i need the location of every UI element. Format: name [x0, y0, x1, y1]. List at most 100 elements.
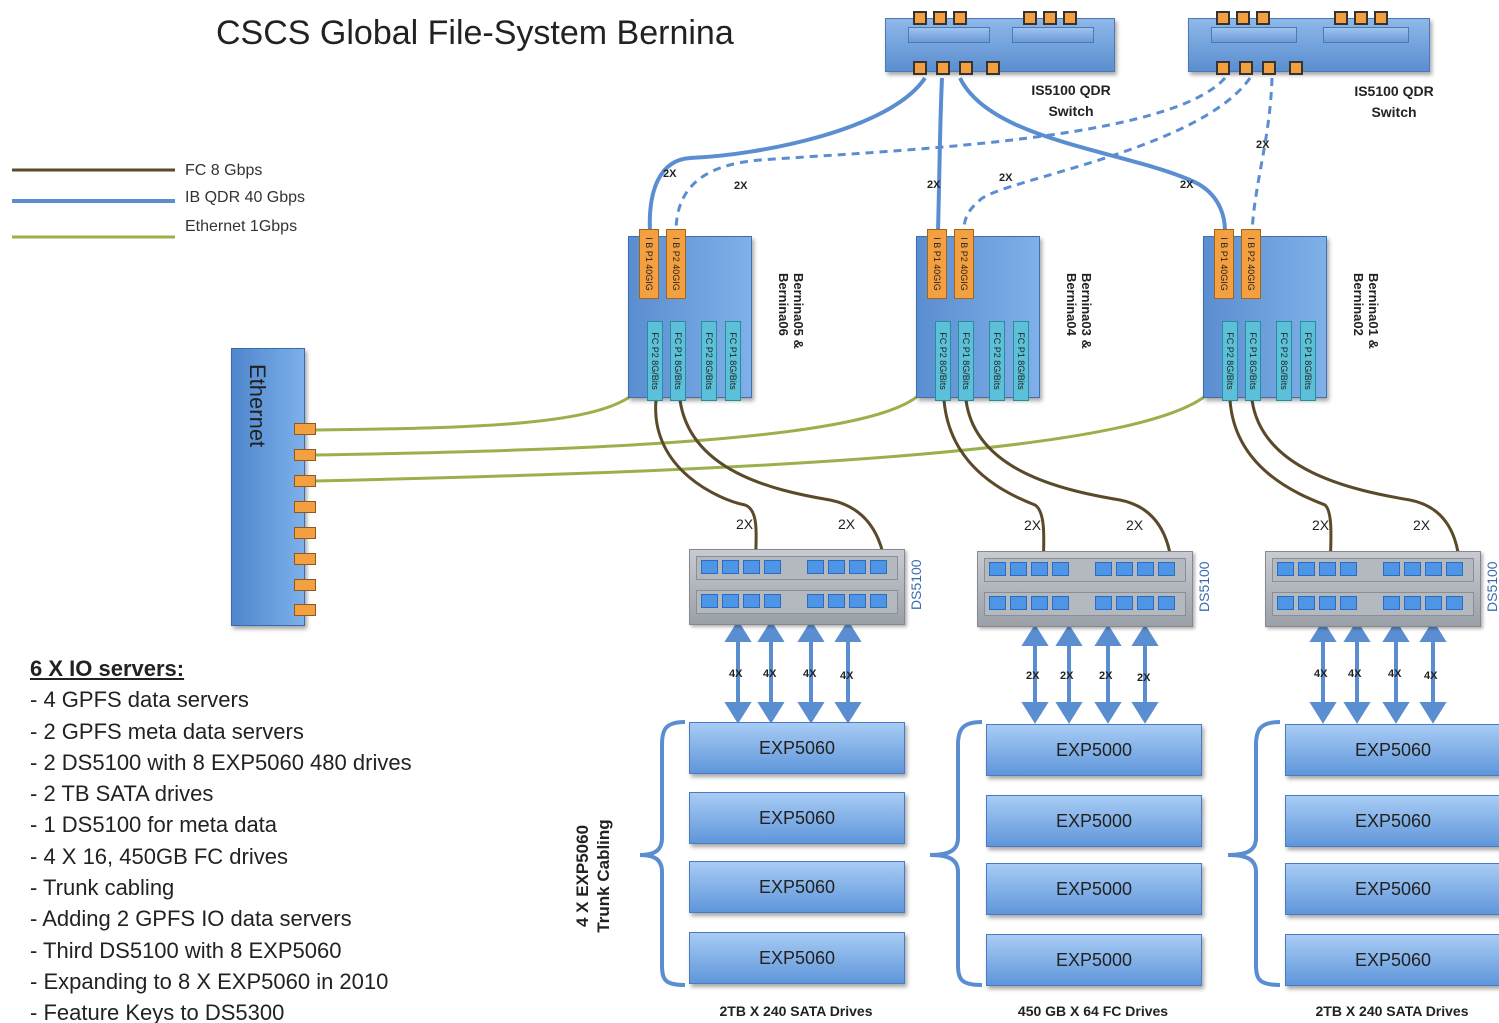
legend-fc-label: FC 8 Gbps — [185, 162, 263, 179]
ib-multiplier: 2X — [927, 179, 941, 191]
arrow-multiplier: 4X — [729, 668, 743, 680]
fc-card: FC P2 8G/Bits — [647, 321, 663, 401]
server-3-name: Bernina01 &Bernina02 — [1351, 273, 1381, 349]
arrow-multiplier: 4X — [1348, 668, 1362, 680]
exp-enclosure: EXP5060 — [1285, 863, 1499, 915]
exp-enclosure: EXP5000 — [986, 795, 1202, 847]
ib-card: I B P2 40GIG — [1241, 229, 1261, 299]
column-caption: 450 GB X 64 FC Drives — [1017, 1003, 1169, 1019]
arrow-multiplier: 4X — [763, 668, 777, 680]
ib-link — [647, 76, 927, 233]
list-item: - Third DS5100 with 8 EXP5060 — [30, 937, 342, 963]
ib-link — [936, 77, 944, 233]
ds5100-unit-3 — [1265, 551, 1481, 627]
fc-multiplier: 2X — [1312, 517, 1330, 533]
ib-link-dashed — [674, 77, 1227, 233]
exp-enclosure: EXP5060 — [689, 792, 905, 844]
server-bernina03-04: I B P1 40GIG I B P2 40GIG FC P2 8G/Bits … — [916, 229, 1040, 401]
ib-multiplier: 2X — [999, 172, 1013, 184]
ib-multiplier: 2X — [1180, 179, 1194, 191]
arrow-multiplier: 4X — [1388, 668, 1402, 680]
column-caption: 2TB X 240 SATA Drives — [719, 1003, 873, 1019]
fc-card: FC P1 8G/Bits — [1245, 321, 1261, 401]
exp-enclosure: EXP5000 — [986, 724, 1202, 776]
legend-eth-label: Ethernet 1Gbps — [185, 218, 298, 235]
list-item: - 4 X 16, 450GB FC drives — [30, 843, 288, 869]
arrow-multiplier: 4X — [1424, 670, 1438, 682]
fc-card: FC P1 8G/Bits — [958, 321, 974, 401]
fc-card: FC P1 8G/Bits — [725, 321, 741, 401]
ethernet-link — [314, 391, 924, 457]
fc-card: FC P2 8G/Bits — [935, 321, 951, 401]
list-item: - 4 GPFS data servers — [30, 687, 249, 713]
fc-card: FC P1 8G/Bits — [670, 321, 686, 401]
fc-card: FC P2 8G/Bits — [1222, 321, 1238, 401]
list-item: - Trunk cabling — [30, 875, 175, 901]
brace — [1227, 720, 1281, 987]
legend-ib-label: IB QDR 40 Gbps — [185, 189, 306, 206]
fc-link — [942, 399, 1046, 571]
fc-card: FC P1 8G/Bits — [1300, 321, 1316, 401]
ethernet-link — [314, 390, 1212, 483]
list-item: - 1 DS5100 for meta data — [30, 812, 278, 838]
list-item: - 2 DS5100 with 8 EXP5060 480 drives — [30, 749, 412, 775]
fc-multiplier: 2X — [1024, 517, 1042, 533]
ds5100-label: DS5100 — [908, 559, 924, 610]
ds-exp-arrows — [724, 620, 1447, 724]
fc-link — [654, 399, 758, 571]
arrow-multiplier: 2X — [1060, 670, 1074, 682]
list-item: - Expanding to 8 X EXP5060 in 2010 — [30, 968, 389, 994]
list-item: - 2 TB SATA drives — [30, 781, 214, 807]
server-1-name: Bernina05 &Bernina06 — [776, 273, 806, 349]
exp-enclosure: EXP5060 — [1285, 724, 1499, 776]
arrow-multiplier: 4X — [803, 668, 817, 680]
fc-link — [1228, 399, 1333, 571]
ib-card: I B P1 40GIG — [927, 229, 947, 299]
list-item: - Feature Keys to DS5300 — [30, 1000, 285, 1023]
page-title: CSCS Global File-System Bernina — [216, 14, 734, 52]
fc-multiplier: 2X — [838, 516, 856, 532]
server-2-name: Bernina03 &Bernina04 — [1064, 273, 1094, 349]
ds5100-label: DS5100 — [1484, 561, 1499, 612]
ib-card: I B P2 40GIG — [954, 229, 974, 299]
exp-enclosure: EXP5060 — [689, 932, 905, 984]
exp-enclosure: EXP5060 — [689, 861, 905, 913]
server-bernina05-06: I B P1 40GIG I B P2 40GIG FC P2 8G/Bits … — [628, 229, 752, 401]
io-servers-heading: 6 X IO servers: — [30, 656, 185, 681]
fc-multiplier: 2X — [1413, 517, 1431, 533]
ib-multiplier: 2X — [1256, 139, 1270, 151]
ib-multiplier: 2X — [734, 180, 748, 192]
arrow-multiplier: 2X — [1137, 672, 1151, 684]
ib-switch-1 — [885, 11, 1115, 75]
exp-enclosure: EXP5000 — [986, 934, 1202, 986]
ethernet-link — [314, 390, 638, 432]
brace — [929, 720, 983, 987]
exp-enclosure: EXP5060 — [1285, 795, 1499, 847]
brace — [639, 720, 686, 987]
ib-card: I B P2 40GIG — [666, 229, 686, 299]
ib-switch-2 — [1188, 11, 1430, 75]
fc-card: FC P1 8G/Bits — [1013, 321, 1029, 401]
column-caption: 2TB X 240 SATA Drives — [1315, 1003, 1469, 1019]
ds5100-unit-1 — [689, 549, 905, 625]
ds5100-unit-2 — [977, 551, 1193, 627]
ib-link — [958, 77, 1227, 233]
exp-enclosure: EXP5060 — [689, 722, 905, 774]
ib-link-dashed — [1250, 77, 1274, 233]
ib-card: I B P1 40GIG — [1214, 229, 1234, 299]
list-item: - 2 GPFS meta data servers — [30, 718, 304, 744]
ib-card: I B P1 40GIG — [639, 229, 659, 299]
list-item: - Adding 2 GPFS IO data servers — [30, 906, 352, 932]
fc-card: FC P2 8G/Bits — [989, 321, 1005, 401]
server-bernina01-02: I B P1 40GIG I B P2 40GIG FC P2 8G/Bits … — [1203, 229, 1327, 401]
arrow-multiplier: 4X — [840, 670, 854, 682]
arrow-multiplier: 4X — [1314, 668, 1328, 680]
ethernet-label: Ethernet — [245, 364, 270, 448]
ds5100-label: DS5100 — [1196, 561, 1212, 612]
fc-card: FC P2 8G/Bits — [701, 321, 717, 401]
exp-enclosure: EXP5000 — [986, 863, 1202, 915]
